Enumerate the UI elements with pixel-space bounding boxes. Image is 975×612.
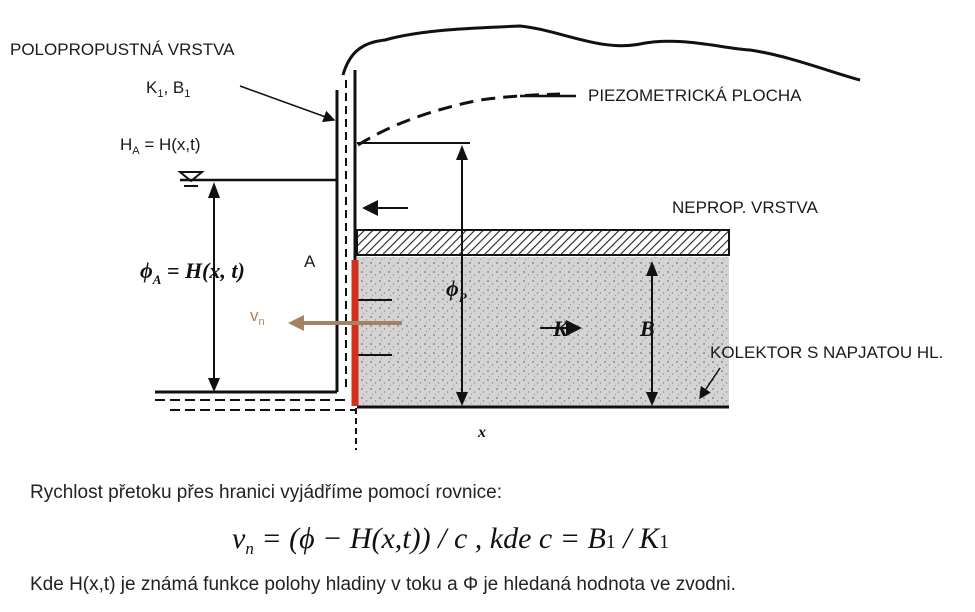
impermeable-label: NEPROP. VRSTVA xyxy=(672,198,818,217)
k1-main: K xyxy=(146,78,158,97)
aquifer-leader xyxy=(699,367,721,400)
piezometric-surface-curve xyxy=(357,92,561,147)
point-a-label: A xyxy=(304,252,316,271)
phi-a-sub: A xyxy=(152,272,162,287)
phi-a-arrow-bottom xyxy=(208,378,220,392)
b-arrow-top xyxy=(646,261,658,276)
phi-a-symbol: ϕA = H(x, t) xyxy=(140,258,245,287)
eq-body: = (ϕ − H(x,t)) / c xyxy=(253,522,468,555)
semipermeable-layer-label: POLOPROPUSTNÁ VRSTVA xyxy=(10,40,235,59)
phi-p-phi: ϕ xyxy=(446,276,459,301)
equation: vn = (ϕ − H(x,t)) / c , kde c = B1 / K1 xyxy=(232,522,670,558)
x-symbol: x xyxy=(478,424,486,441)
b-arrow-bottom xyxy=(646,392,658,406)
phi-a-arrow-top xyxy=(208,182,220,198)
ha-rest: = H(x,t) xyxy=(139,135,201,154)
ground-surface-line xyxy=(341,24,861,82)
ha-main: H xyxy=(120,135,133,154)
eq-v-sub: n xyxy=(245,539,254,558)
eq-b-sub: 1 xyxy=(605,531,616,553)
b1-sub: 1 xyxy=(184,88,191,100)
water-level-triangle xyxy=(177,171,205,183)
vn-main: v xyxy=(250,306,259,325)
k1-rest: , B xyxy=(163,78,185,97)
piezometric-label: PIEZOMETRICKÁ PLOCHA xyxy=(588,86,802,105)
caption-line-2: Kde H(x,t) je známá funkce polohy hladin… xyxy=(30,574,736,595)
eq-k-sub: 1 xyxy=(659,531,670,553)
phi-a-phi: ϕ xyxy=(140,258,153,283)
semipermeable-leader xyxy=(239,85,336,123)
phi-p-arrow-bottom xyxy=(456,392,468,406)
k1-sub: 1 xyxy=(157,88,164,100)
eq-slash: / K xyxy=(615,522,660,555)
phi-a-rest: = H(x, t) xyxy=(161,258,245,283)
flow-arrow-head xyxy=(288,315,304,331)
phi-p-sub: P xyxy=(458,290,467,305)
phi-p-symbol: ϕP xyxy=(446,276,467,305)
vn-label: vn xyxy=(250,306,265,328)
vn-sub: n xyxy=(258,316,265,328)
ha-label: HA = H(x,t) xyxy=(120,135,201,157)
confined-aquifer xyxy=(357,257,729,407)
aquifer-label: KOLEKTOR S NAPJATOU HL. xyxy=(710,343,944,362)
k-symbol: K xyxy=(553,316,568,341)
b-symbol: B xyxy=(640,316,655,341)
eq-v: v xyxy=(232,522,246,555)
impermeable-layer xyxy=(356,229,730,256)
caption-line-1: Rychlost přetoku přes hranici vyjádříme … xyxy=(30,482,503,503)
eq-sep: , kde c = B xyxy=(467,522,606,555)
k1-b1-label: K1, B1 xyxy=(146,78,191,100)
phi-p-arrow-top xyxy=(456,145,468,160)
ha-sub: A xyxy=(132,145,140,157)
